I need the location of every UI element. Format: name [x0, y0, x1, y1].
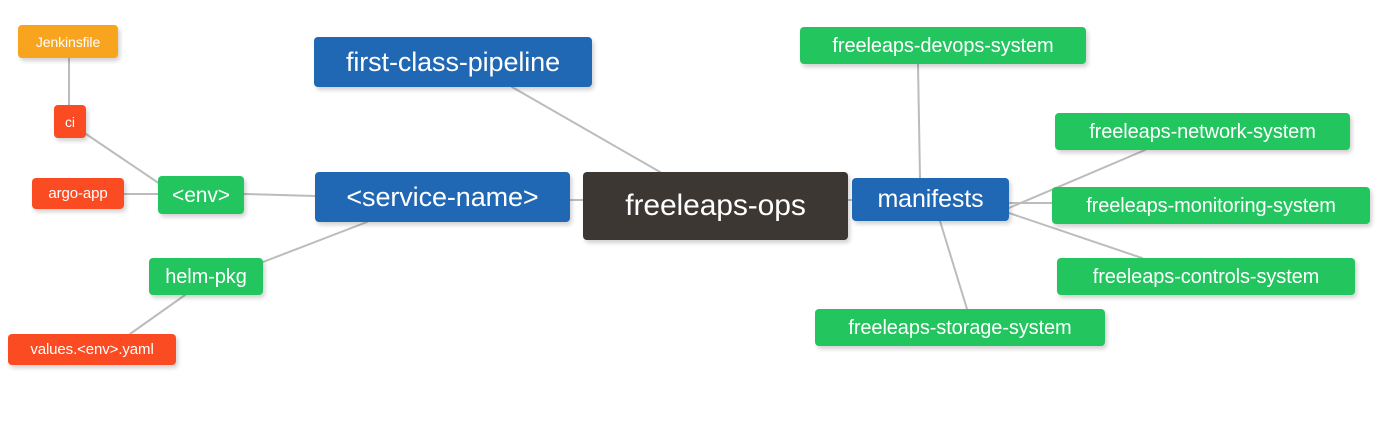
node-label-freeleaps-ops: freeleaps-ops	[625, 189, 806, 222]
node-label-freeleaps-network-system: freeleaps-network-system	[1089, 120, 1316, 143]
node-freeleaps-devops-system[interactable]: freeleaps-devops-system	[800, 27, 1086, 64]
node-label-helm-pkg: helm-pkg	[165, 265, 247, 288]
node-freeleaps-storage-system[interactable]: freeleaps-storage-system	[815, 309, 1105, 346]
edge-env-to-service-name	[243, 193, 316, 197]
edge-manifests-to-freeleaps-storage-system	[939, 220, 968, 310]
node-freeleaps-network-system[interactable]: freeleaps-network-system	[1055, 113, 1350, 150]
node-service-name[interactable]: <service-name>	[315, 172, 570, 222]
node-freeleaps-ops[interactable]: freeleaps-ops	[583, 172, 848, 240]
node-values-env-yaml[interactable]: values.<env>.yaml	[8, 334, 176, 365]
edge-first-class-pipeline-to-freeleaps-ops	[511, 86, 661, 173]
node-label-jenkinsfile: Jenkinsfile	[35, 33, 101, 50]
node-label-freeleaps-monitoring-system: freeleaps-monitoring-system	[1086, 194, 1336, 217]
node-label-argo-app: argo-app	[48, 185, 108, 202]
node-label-manifests: manifests	[877, 185, 984, 213]
node-label-service-name: <service-name>	[346, 181, 539, 212]
node-label-freeleaps-storage-system: freeleaps-storage-system	[848, 316, 1072, 339]
node-first-class-pipeline[interactable]: first-class-pipeline	[314, 37, 592, 87]
edge-ci-to-env	[85, 133, 161, 185]
node-ci[interactable]: ci	[54, 105, 86, 138]
node-manifests[interactable]: manifests	[852, 178, 1009, 221]
node-freeleaps-controls-system[interactable]: freeleaps-controls-system	[1057, 258, 1355, 295]
node-label-first-class-pipeline: first-class-pipeline	[345, 46, 561, 77]
node-label-ci: ci	[65, 113, 75, 130]
edge-manifests-to-freeleaps-devops-system	[917, 63, 921, 179]
node-freeleaps-monitoring-system[interactable]: freeleaps-monitoring-system	[1052, 187, 1370, 224]
node-label-freeleaps-devops-system: freeleaps-devops-system	[832, 34, 1054, 57]
edge-service-name-to-helm-pkg	[262, 221, 368, 263]
node-jenkinsfile[interactable]: Jenkinsfile	[18, 25, 118, 58]
node-env[interactable]: <env>	[158, 176, 244, 214]
node-argo-app[interactable]: argo-app	[32, 178, 124, 209]
edge-helm-pkg-to-values-env-yaml	[129, 294, 186, 335]
node-helm-pkg[interactable]: helm-pkg	[149, 258, 263, 295]
node-label-env: <env>	[172, 183, 230, 207]
node-label-freeleaps-controls-system: freeleaps-controls-system	[1092, 265, 1320, 288]
node-label-values-env-yaml: values.<env>.yaml	[30, 341, 154, 358]
